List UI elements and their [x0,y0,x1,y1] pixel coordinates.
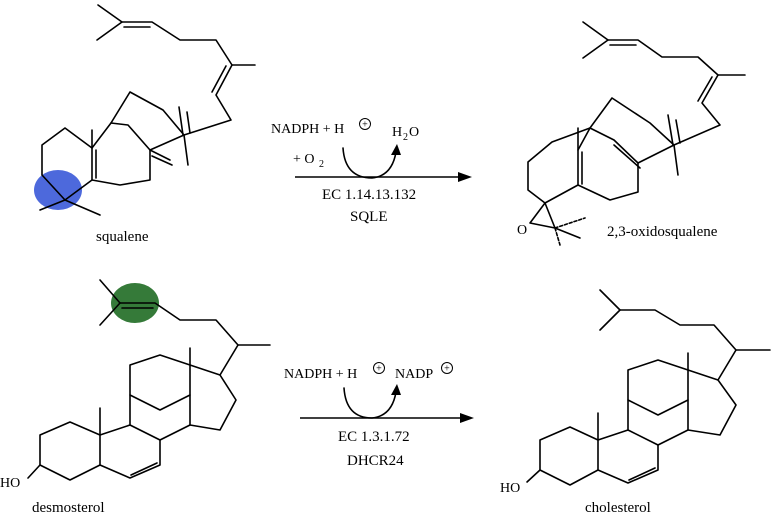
charge-circle-3 [441,362,453,374]
desmosterol-structure [27,279,271,481]
desmosterol-hydroxyl: HO [0,476,20,491]
epoxide-oxygen: O [517,223,527,238]
cholesterol-label: cholesterol [585,500,651,516]
reaction1-ec-number: EC 1.14.13.132 [322,187,416,203]
charge-circle-2 [373,362,385,374]
oxidosqualene-label: 2,3-oxidosqualene [607,224,718,240]
o2-subscript: 2 [319,159,324,170]
reaction2-enzyme: DHCR24 [347,453,404,469]
water-subscript: 2 [403,132,408,143]
reaction1-arrow-group [295,144,472,182]
reaction2-arrowhead [460,413,474,423]
oxidosqualene-structure [527,21,746,246]
squalene-label: squalene [96,229,149,245]
reaction2-curved-arrowhead [391,384,401,395]
cholesterol-hydroxyl: HO [500,481,520,496]
cholesterol-structure [526,289,771,486]
reaction2-curved-arrow [343,387,397,419]
water-h: H [392,125,402,140]
reaction1-enzyme: SQLE [350,209,388,225]
charge-plus-2: + [376,364,382,375]
reaction1-cofactors-line1: NADPH + H [271,122,344,137]
reaction2-arrow-group [300,384,474,423]
charge-plus-1: + [362,120,368,131]
reaction1-curved-arrow [342,147,397,179]
reaction2-ec-number: EC 1.3.1.72 [338,429,410,445]
charge-circle-1 [359,118,371,130]
reaction1-curved-arrowhead [391,144,401,155]
reaction1-arrowhead [458,172,472,182]
charge-plus-3: + [444,364,450,375]
desmosterol-label: desmosterol [32,500,105,516]
water-o: O [409,125,419,140]
reaction2-byproduct: NADP [395,367,433,382]
reaction2-cofactors: NADPH + H [284,367,357,382]
squalene-structure [34,4,256,216]
reaction1-cofactors-line2: + O [293,152,315,167]
